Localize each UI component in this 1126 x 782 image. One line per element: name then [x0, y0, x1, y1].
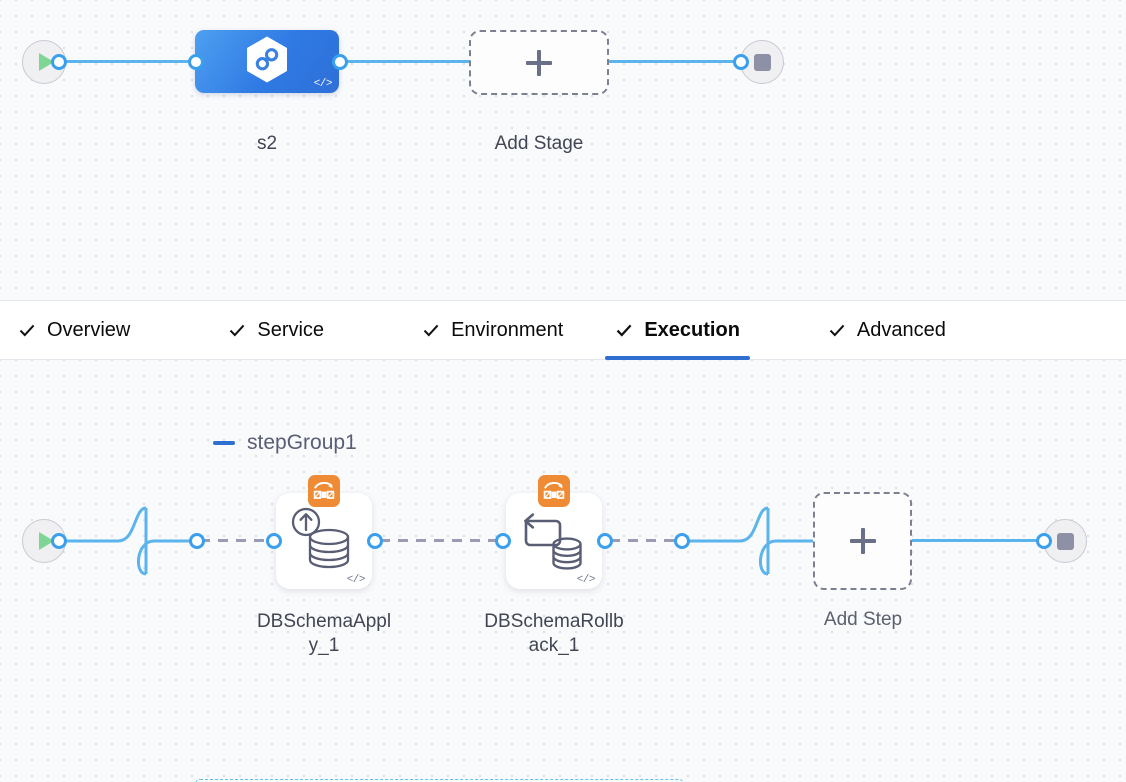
pipeline-stages-canvas[interactable]: </> s2 Add Stage — [0, 0, 1126, 300]
step-group-name: stepGroup1 — [247, 431, 357, 454]
pipeline-end-port[interactable] — [733, 54, 749, 70]
tab-overview[interactable]: Overview — [18, 301, 130, 359]
step-node-dbschemaapply-label: DBSchemaAppl y_1 — [256, 611, 392, 657]
edge-start-to-s2 — [64, 60, 202, 63]
play-icon — [38, 53, 54, 71]
edge-add-stage-to-end — [609, 60, 745, 63]
stage-s2-output-port[interactable] — [332, 54, 348, 70]
liquibase-icon — [538, 475, 570, 507]
step1-output-port[interactable] — [367, 533, 383, 549]
step1-input-port[interactable] — [266, 533, 282, 549]
execution-start-port[interactable] — [51, 533, 67, 549]
plus-icon — [849, 528, 876, 554]
step2-code-badge[interactable]: </> — [576, 574, 596, 586]
add-step-label: Add Step — [823, 609, 903, 630]
database-apply-icon — [291, 507, 350, 569]
step-node-dbschemaapply[interactable]: </> — [276, 475, 372, 589]
tab-environment[interactable]: Environment — [422, 301, 563, 359]
add-step-button[interactable] — [813, 492, 912, 590]
tab-underline — [605, 356, 750, 360]
add-stage-label: Add Stage — [494, 133, 584, 154]
tab-service-label: Service — [257, 318, 325, 341]
pipeline-end-node[interactable] — [740, 40, 784, 84]
check-icon — [422, 321, 440, 339]
step1-code-badge[interactable]: </> — [346, 574, 366, 586]
stage-s2-label: s2 — [256, 133, 278, 154]
step-group-input-port[interactable] — [189, 533, 205, 549]
edge-step1-to-step2 — [380, 539, 497, 542]
play-icon — [38, 532, 54, 550]
pipeline-start-port[interactable] — [51, 54, 67, 70]
edge-step2-to-group-out — [610, 539, 676, 542]
edge-s2-to-add-stage — [345, 60, 470, 63]
edge-step-group-to-add-step — [686, 506, 823, 576]
step2-input-port[interactable] — [495, 533, 511, 549]
tab-execution[interactable]: Execution — [605, 301, 750, 360]
step-node-dbschemarollback[interactable]: </> — [506, 475, 602, 589]
minus-icon[interactable] — [213, 441, 235, 445]
edge-group-to-step1 — [200, 539, 278, 542]
step-group-header[interactable]: stepGroup1 — [213, 431, 357, 455]
tab-advanced-label: Advanced — [856, 318, 946, 341]
harness-hexagon-icon — [245, 35, 289, 88]
stage-s2-input-port[interactable] — [188, 54, 204, 70]
tab-execution-label: Execution — [644, 318, 740, 341]
step2-output-port[interactable] — [597, 533, 613, 549]
check-icon — [615, 321, 633, 339]
stage-node-s2[interactable]: </> — [195, 30, 339, 93]
execution-end-port[interactable] — [1036, 533, 1052, 549]
liquibase-icon — [308, 475, 340, 507]
execution-steps-canvas[interactable]: stepGroup1 — [0, 360, 1126, 782]
tab-overview-label: Overview — [47, 318, 131, 341]
check-icon — [828, 321, 846, 339]
step-node-dbschemarollback-label: DBSchemaRollb ack_1 — [484, 611, 624, 657]
check-icon — [18, 321, 36, 339]
plus-icon — [526, 49, 552, 76]
tab-advanced[interactable]: Advanced — [828, 301, 946, 359]
tab-service[interactable]: Service — [228, 301, 324, 359]
edge-start-to-step-group — [64, 506, 204, 576]
step-group-output-port[interactable] — [674, 533, 690, 549]
edge-add-step-to-end — [912, 539, 1052, 542]
stop-icon — [1056, 532, 1074, 550]
stop-icon — [753, 53, 771, 71]
database-rollback-icon — [524, 513, 582, 570]
tab-environment-label: Environment — [451, 318, 564, 341]
check-icon — [228, 321, 246, 339]
stage-config-tabs[interactable]: Overview Service Environment Execution — [0, 300, 1126, 360]
stage-code-badge[interactable]: </> — [313, 78, 333, 90]
add-stage-button[interactable] — [469, 30, 609, 95]
